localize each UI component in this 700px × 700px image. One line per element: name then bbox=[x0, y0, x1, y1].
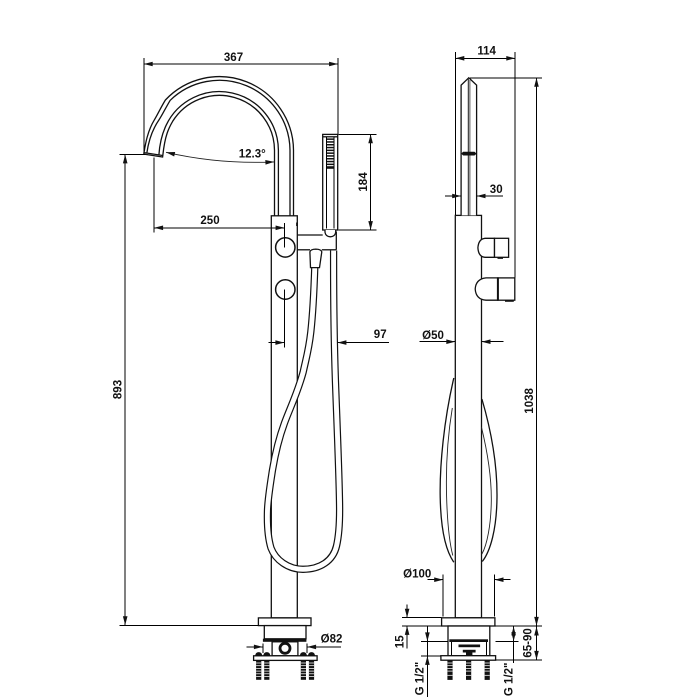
svg-text:Ø50: Ø50 bbox=[422, 330, 444, 342]
svg-text:G 1/2": G 1/2" bbox=[503, 663, 515, 697]
svg-text:367: 367 bbox=[224, 52, 243, 64]
svg-text:184: 184 bbox=[358, 172, 370, 192]
svg-text:114: 114 bbox=[477, 46, 496, 58]
svg-text:97: 97 bbox=[374, 329, 387, 341]
svg-text:Ø82: Ø82 bbox=[321, 633, 343, 645]
svg-text:Ø100: Ø100 bbox=[403, 569, 431, 581]
svg-text:893: 893 bbox=[112, 380, 124, 399]
svg-text:1038: 1038 bbox=[524, 388, 536, 414]
svg-text:15: 15 bbox=[395, 635, 407, 648]
svg-text:G 1/2": G 1/2" bbox=[414, 662, 426, 696]
svg-text:250: 250 bbox=[200, 215, 219, 227]
svg-text:65-90: 65-90 bbox=[523, 628, 535, 657]
svg-text:12.3°: 12.3° bbox=[239, 149, 266, 161]
svg-text:30: 30 bbox=[490, 184, 503, 196]
